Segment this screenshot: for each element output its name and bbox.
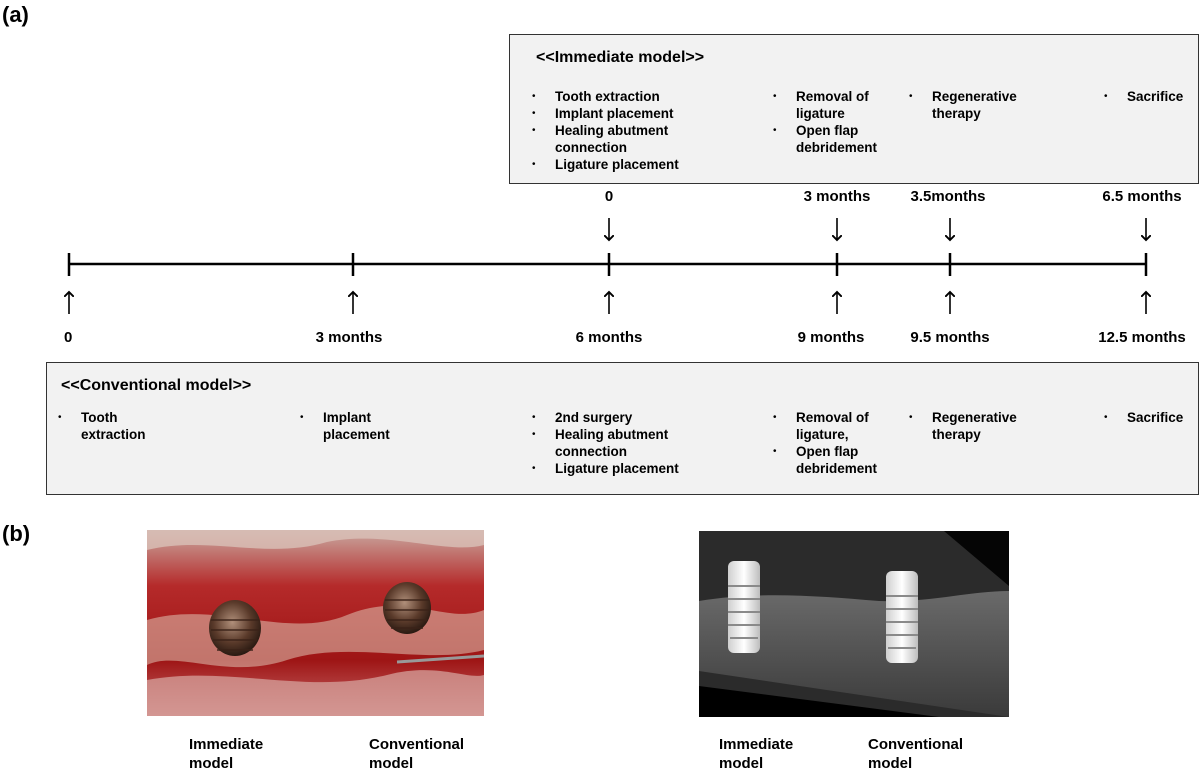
list-item: Regenerative therapy [909,409,1034,443]
panel-b-label: (b) [2,521,31,546]
radiograph-image [699,531,1009,717]
panel-a-label: (a) [2,2,29,27]
list-item: Regenerative therapy [909,88,1034,122]
immediate-col-3: Sacrifice [1104,88,1199,105]
conventional-time-label: 9.5 months [910,329,990,346]
immediate-col-0: Tooth extraction Implant placement Heali… [532,88,707,173]
list-item: Sacrifice [1104,88,1199,105]
conventional-implant-xray [886,571,918,663]
list-item: Tooth extraction [58,409,168,443]
immediate-implant-xray [728,561,760,653]
conventional-col-5: Sacrifice [1104,409,1199,426]
list-item: Open flap debridement [773,122,898,156]
immediate-model-title: <<Immediate model>> [536,49,705,66]
conventional-col-4: Regenerative therapy [909,409,1034,443]
list-item: 2nd surgery [532,409,707,426]
immediate-time-label: 3 months [803,188,871,205]
immediate-time-label: 0 [604,188,614,205]
conventional-time-label: 6 months [575,329,643,346]
list-item: Removal of ligature [773,88,898,122]
list-item: Open flap debridement [773,443,898,477]
clinical-photo [147,530,484,716]
conventional-col-2: 2nd surgery Healing abutment connection … [532,409,707,477]
immediate-time-label: 6.5 months [1102,188,1182,205]
list-item: Sacrifice [1104,409,1199,426]
photo-caption-immediate: Immediate model [189,736,264,772]
xray-caption-conventional: Conventional model [868,736,964,772]
list-item: Ligature placement [532,156,707,173]
immediate-col-1: Removal of ligature Open flap debridemen… [773,88,898,156]
immediate-col-2: Regenerative therapy [909,88,1034,122]
immediate-implant [209,600,261,656]
list-item: Healing abutment connection [532,122,707,156]
xray-caption-immediate: Immediate model [719,736,794,772]
conventional-time-label: 0 [64,329,73,346]
list-item: Healing abutment connection [532,426,707,460]
conventional-time-label: 12.5 months [1098,329,1186,346]
list-item: Removal of ligature, [773,409,898,443]
list-item: Tooth extraction [532,88,707,105]
conventional-model-title: <<Conventional model>> [61,377,252,394]
conventional-implant [383,582,431,634]
list-item: Implant placement [532,105,707,122]
conventional-col-0: Tooth extraction [58,409,168,443]
conventional-time-label: 9 months [797,329,865,346]
photo-caption-conventional: Conventional model [369,736,465,772]
conventional-col-3: Removal of ligature, Open flap debrideme… [773,409,898,477]
immediate-time-label: 3.5months [910,188,986,205]
conventional-time-label: 3 months [315,329,383,346]
list-item: Ligature placement [532,460,707,477]
conventional-col-1: Implant placement [300,409,410,443]
list-item: Implant placement [300,409,410,443]
